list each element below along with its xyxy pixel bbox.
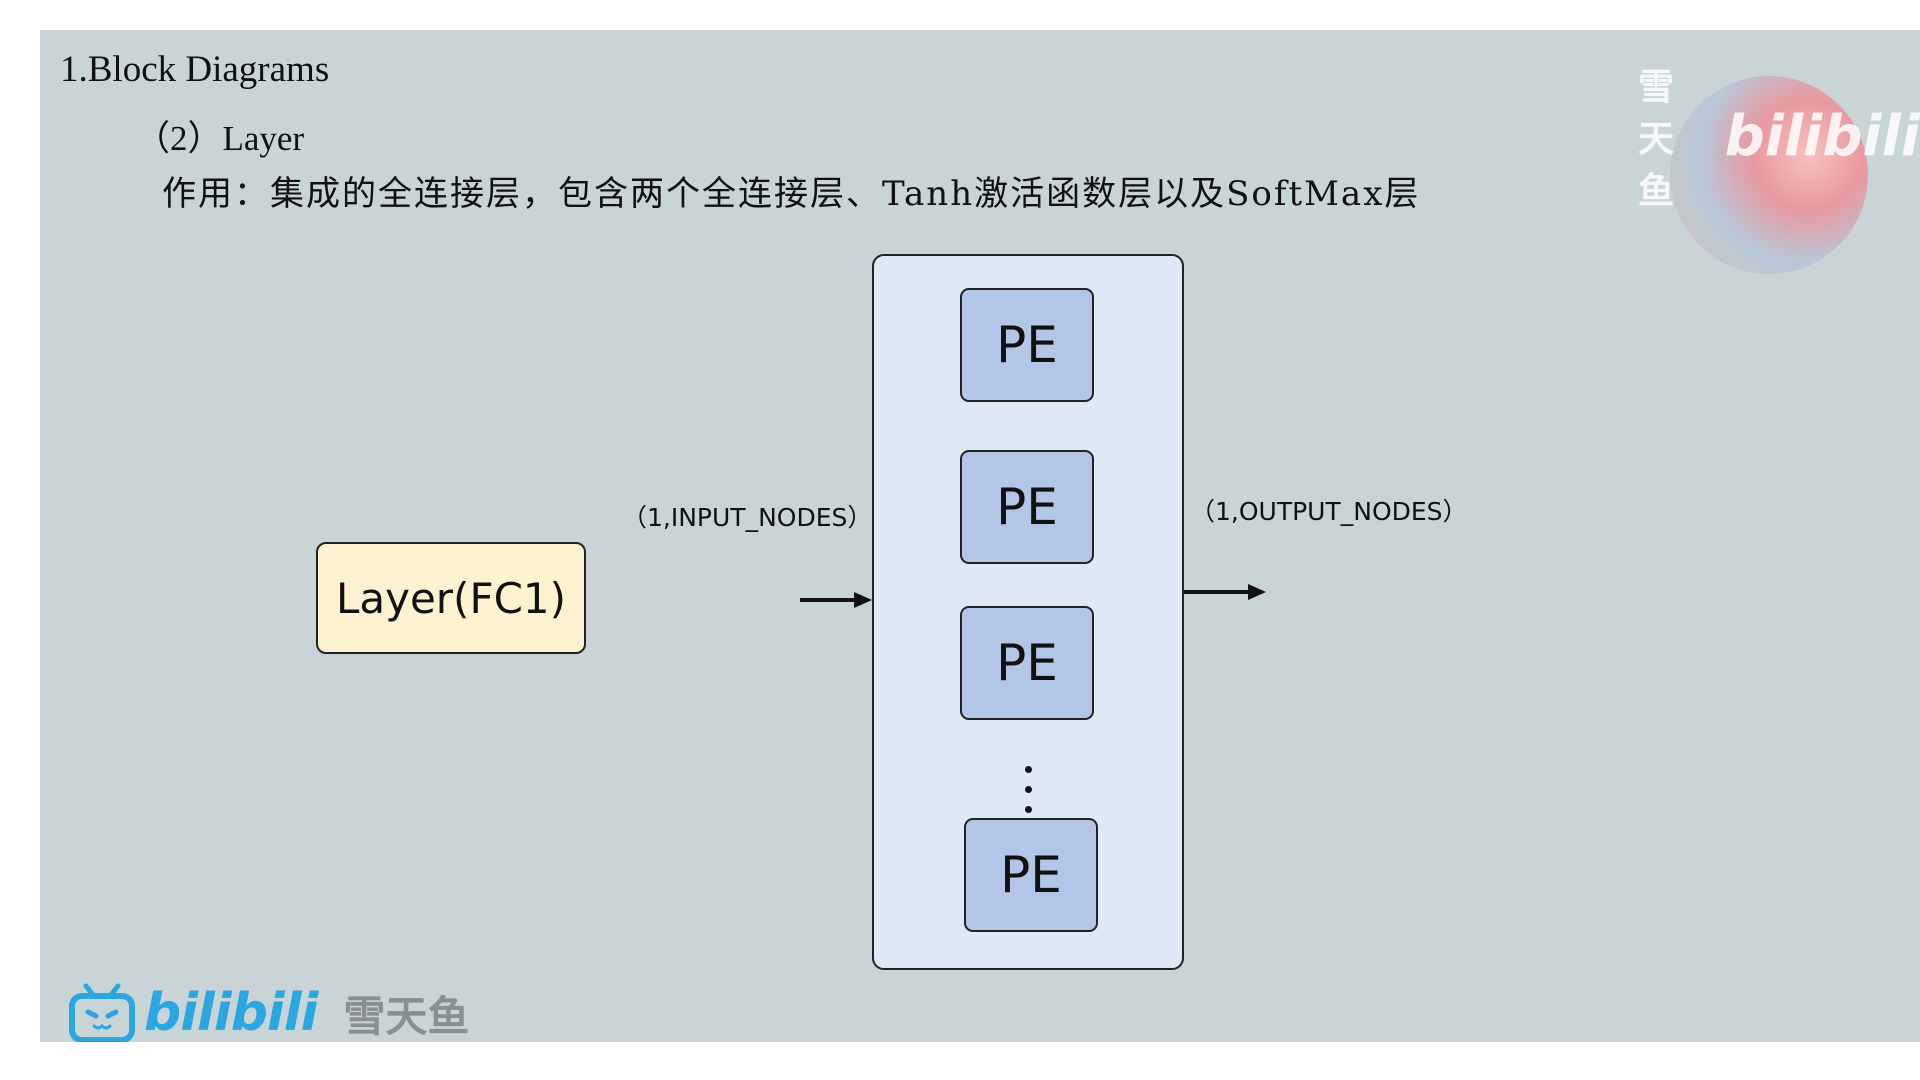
layer-fc1-block: Layer(FC1) — [316, 542, 586, 654]
slide-subheading: （2）Layer — [135, 119, 305, 158]
pe-block-2: PE — [960, 450, 1094, 564]
watermark-author: 雪天鱼 — [1638, 67, 1675, 212]
output-shape-label: （1,OUTPUT_NODES） — [1190, 497, 1468, 526]
bottom-branding: bilibili 雪天鱼 — [68, 978, 469, 1042]
bilibili-tv-icon — [69, 983, 135, 1042]
bilibili-logo-text: bilibili — [144, 983, 318, 1042]
slide-heading: 1.Block Diagrams — [60, 49, 330, 90]
output-arrow — [1184, 584, 1266, 600]
pe-block-4: PE — [964, 818, 1098, 932]
slide-description: 作用：集成的全连接层，包含两个全连接层、Tanh激活函数层以及SoftMax层 — [162, 174, 1421, 214]
pe-array-container: PE PE PE PE — [872, 254, 1184, 970]
pe-block-3: PE — [960, 606, 1094, 720]
input-shape-label: （1,INPUT_NODES） — [622, 503, 873, 532]
slide: 1.Block Diagrams （2）Layer 作用：集成的全连接层，包含两… — [40, 30, 1920, 1042]
ellipsis-dots — [1025, 766, 1035, 826]
pe-block-1: PE — [960, 288, 1094, 402]
author-name: 雪天鱼 — [343, 991, 470, 1041]
author-avatar — [1670, 76, 1868, 274]
watermark-platform-logo: bilibili — [1724, 103, 1920, 169]
top-watermark: 雪天鱼 bilibili — [1638, 58, 1920, 214]
input-arrow — [800, 592, 872, 608]
